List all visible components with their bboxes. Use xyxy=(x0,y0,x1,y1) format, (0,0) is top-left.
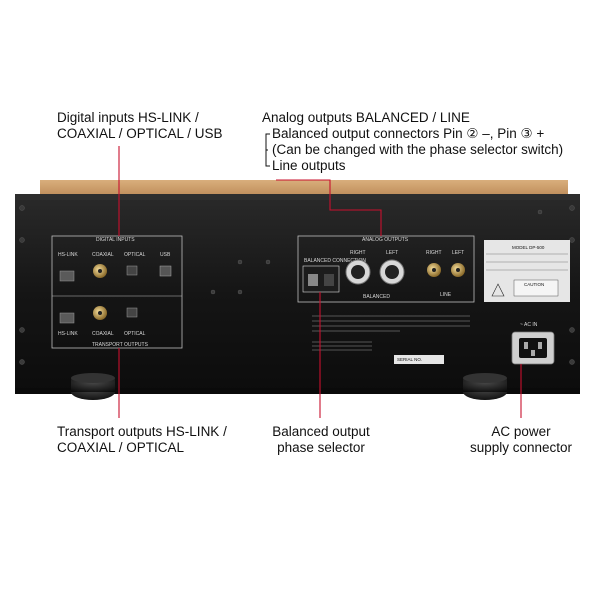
label-balanced: BALANCED xyxy=(363,294,390,300)
callout-ac-line1: AC power xyxy=(491,424,551,439)
transport-outputs-title: TRANSPORT OUTPUTS xyxy=(92,342,149,348)
label-usb-in: USB xyxy=(160,252,171,258)
leader-lines xyxy=(118,146,522,418)
usb-in-port[interactable] xyxy=(159,265,172,277)
leader-analog-outputs xyxy=(276,179,382,236)
caution-text: CAUTION xyxy=(524,282,544,287)
label-balanced-connection: BALANCED CONNECTION xyxy=(304,258,366,264)
label-hs-link-in: HS-LINK xyxy=(58,252,78,258)
digital-inputs-panel xyxy=(51,235,183,349)
optical-in-port[interactable] xyxy=(126,265,138,276)
callout-analog-title: Analog outputs BALANCED / LINE xyxy=(262,110,470,125)
label-line: LINE xyxy=(440,292,452,298)
optical-out-port[interactable] xyxy=(126,307,138,318)
analog-outputs-title: ANALOG OUTPUTS xyxy=(362,237,409,243)
hs-link-out-port[interactable] xyxy=(59,312,75,324)
callout-analog-note: (Can be changed with the phase selector … xyxy=(272,142,564,157)
label-coaxial-out: COAXIAL xyxy=(92,331,114,337)
label-right-line: RIGHT xyxy=(426,250,442,256)
label-left-balanced: LEFT xyxy=(386,250,398,256)
serial-text: SERIAL NO. xyxy=(397,357,422,362)
label-optical-out: OPTICAL xyxy=(124,331,146,337)
callout-analog-balanced: Balanced output connectors Pin ② –, Pin … xyxy=(272,126,545,141)
label-right-balanced: RIGHT xyxy=(350,250,366,256)
hs-link-in-port[interactable] xyxy=(59,270,75,282)
digital-inputs-title: DIGITAL INPUTS xyxy=(96,237,135,243)
label-left-line: LEFT xyxy=(452,250,464,256)
callout-phase-line2: phase selector xyxy=(277,440,365,455)
label-coaxial-in: COAXIAL xyxy=(92,252,114,258)
label-hs-link-out: HS-LINK xyxy=(58,331,78,337)
callout-transport-outputs: Transport outputs HS-LINK / COAXIAL / OP… xyxy=(57,424,227,456)
callout-ac-power: AC power supply connector xyxy=(462,424,580,456)
callout-analog-line: Line outputs xyxy=(272,158,346,173)
warning-icon xyxy=(491,283,505,297)
model-text: MODEL DP-500 xyxy=(512,245,545,250)
callout-digital-inputs-line2: COAXIAL / OPTICAL / USB xyxy=(57,126,223,141)
rear-panel xyxy=(15,194,580,394)
callout-ac-line2: supply connector xyxy=(469,440,573,455)
callout-digital-inputs: Digital inputs HS-LINK / COAXIAL / OPTIC… xyxy=(57,110,223,142)
callout-digital-inputs-line1: Digital inputs HS-LINK / xyxy=(57,110,199,125)
callout-phase-line1: Balanced output xyxy=(272,424,370,439)
ac-in-label: ~ AC IN xyxy=(520,322,538,328)
callout-transport-line1: Transport outputs HS-LINK / xyxy=(57,424,227,439)
analog-outputs-panel xyxy=(297,235,475,303)
label-optical-in: OPTICAL xyxy=(124,252,146,258)
callout-analog-outputs: Analog outputs BALANCED / LINE Balanced … xyxy=(262,110,563,174)
serial-label xyxy=(394,355,444,364)
callout-phase-selector: Balanced output phase selector xyxy=(262,424,380,456)
callout-transport-line2: COAXIAL / OPTICAL xyxy=(57,440,185,455)
